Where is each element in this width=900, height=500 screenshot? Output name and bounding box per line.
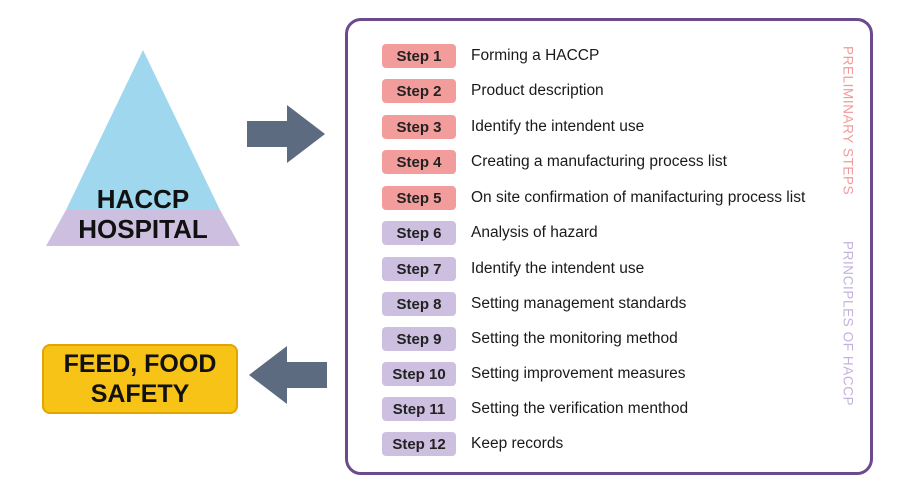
step-text: Forming a HACCP xyxy=(471,47,600,64)
principles-of-haccp-label: PRINCIPLES OF HACCP xyxy=(840,241,856,407)
step-text: On site confirmation of manifacturing pr… xyxy=(471,189,806,206)
step-badge: Step 10 xyxy=(382,362,456,386)
triangle-base xyxy=(46,210,240,246)
feed-box-line2: SAFETY xyxy=(90,380,190,408)
step-badge: Step 8 xyxy=(382,292,456,316)
step-badge: Step 4 xyxy=(382,150,456,174)
step-text: Setting management standards xyxy=(471,295,687,312)
step-text: Setting the monitoring method xyxy=(471,330,678,347)
step-row: Step 6 Analysis of hazard xyxy=(382,221,598,245)
step-row: Step 8 Setting management standards xyxy=(382,292,686,316)
step-badge: Step 11 xyxy=(382,397,456,421)
step-badge: Step 6 xyxy=(382,221,456,245)
arrow-left-icon xyxy=(249,346,327,404)
step-row: Step 11 Setting the verification menthod xyxy=(382,397,688,421)
step-text: Setting the verification menthod xyxy=(471,400,689,417)
triangle-label-hospital: HOSPITAL xyxy=(78,214,208,244)
haccp-triangle xyxy=(46,50,240,246)
step-badge: Step 7 xyxy=(382,257,456,281)
step-row: Step 4 Creating a manufacturing process … xyxy=(382,150,727,174)
step-row: Step 12 Keep records xyxy=(382,432,563,456)
step-badge: Step 3 xyxy=(382,115,456,139)
feed-food-safety-box: FEED, FOOD SAFETY xyxy=(42,344,238,414)
triangle-label-haccp: HACCP xyxy=(96,184,190,214)
step-badge: Step 5 xyxy=(382,186,456,210)
step-row: Step 3 Identify the intendent use xyxy=(382,115,644,139)
triangle-top xyxy=(66,50,220,210)
haccp-steps-panel: Step 1 Forming a HACCP Step 2 Product de… xyxy=(345,18,873,475)
step-row: Step 2 Product description xyxy=(382,79,604,103)
step-badge: Step 12 xyxy=(382,432,456,456)
step-row: Step 1 Forming a HACCP xyxy=(382,44,599,68)
preliminary-steps-label: PRELIMINARY STEPS xyxy=(840,46,856,196)
step-row: Step 9 Setting the monitoring method xyxy=(382,327,678,351)
arrow-right-icon xyxy=(247,105,325,163)
step-badge: Step 2 xyxy=(382,79,456,103)
step-text: Identify the intendent use xyxy=(471,118,645,135)
step-badge: Step 9 xyxy=(382,327,456,351)
step-text: Setting improvement measures xyxy=(471,365,686,382)
step-text: Keep records xyxy=(471,435,564,452)
step-text: Product description xyxy=(471,82,604,99)
step-badge: Step 1 xyxy=(382,44,456,68)
step-row: Step 5 On site confirmation of manifactu… xyxy=(382,186,805,210)
step-text: Creating a manufacturing process list xyxy=(471,153,727,170)
step-row: Step 10 Setting improvement measures xyxy=(382,362,686,386)
step-text: Analysis of hazard xyxy=(471,224,598,241)
feed-box-line1: FEED, FOOD xyxy=(63,350,217,378)
step-row: Step 7 Identify the intendent use xyxy=(382,257,644,281)
step-text: Identify the intendent use xyxy=(471,260,645,277)
